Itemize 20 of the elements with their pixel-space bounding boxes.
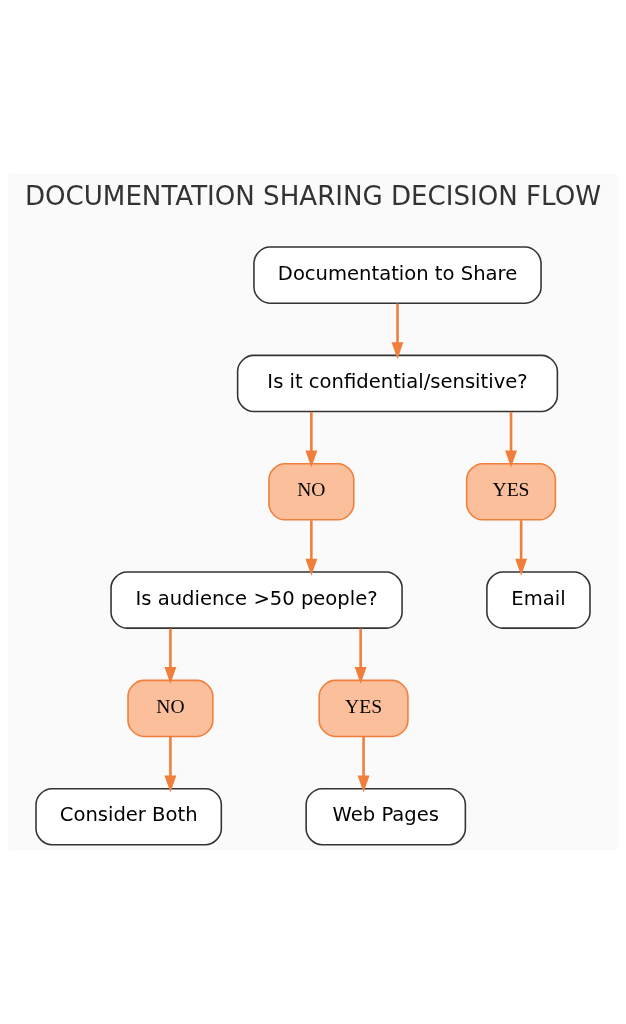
node-box: Web Pages — [305, 787, 467, 846]
node-box: NO — [127, 679, 214, 738]
arrow — [515, 520, 528, 576]
arrow — [305, 520, 318, 576]
arrow — [357, 736, 370, 793]
arrow — [164, 628, 177, 685]
arrow — [354, 628, 367, 685]
node-box: Documentation to Share — [253, 246, 542, 304]
node-box: Email — [486, 571, 591, 629]
node-box: Consider Both — [35, 787, 223, 846]
arrow — [391, 303, 404, 360]
arrow — [505, 411, 517, 468]
arrow — [164, 736, 177, 793]
node-box: Is audience >50 people? — [110, 571, 403, 629]
node-box: Is it confidential/sensitive? — [236, 354, 559, 413]
arrow — [305, 411, 318, 468]
node-box: YES — [465, 462, 557, 521]
node-box: NO — [268, 462, 355, 521]
diagram-title: DOCUMENTATION SHARING DECISION FLOW — [24, 181, 602, 212]
node-box: YES — [318, 679, 409, 738]
